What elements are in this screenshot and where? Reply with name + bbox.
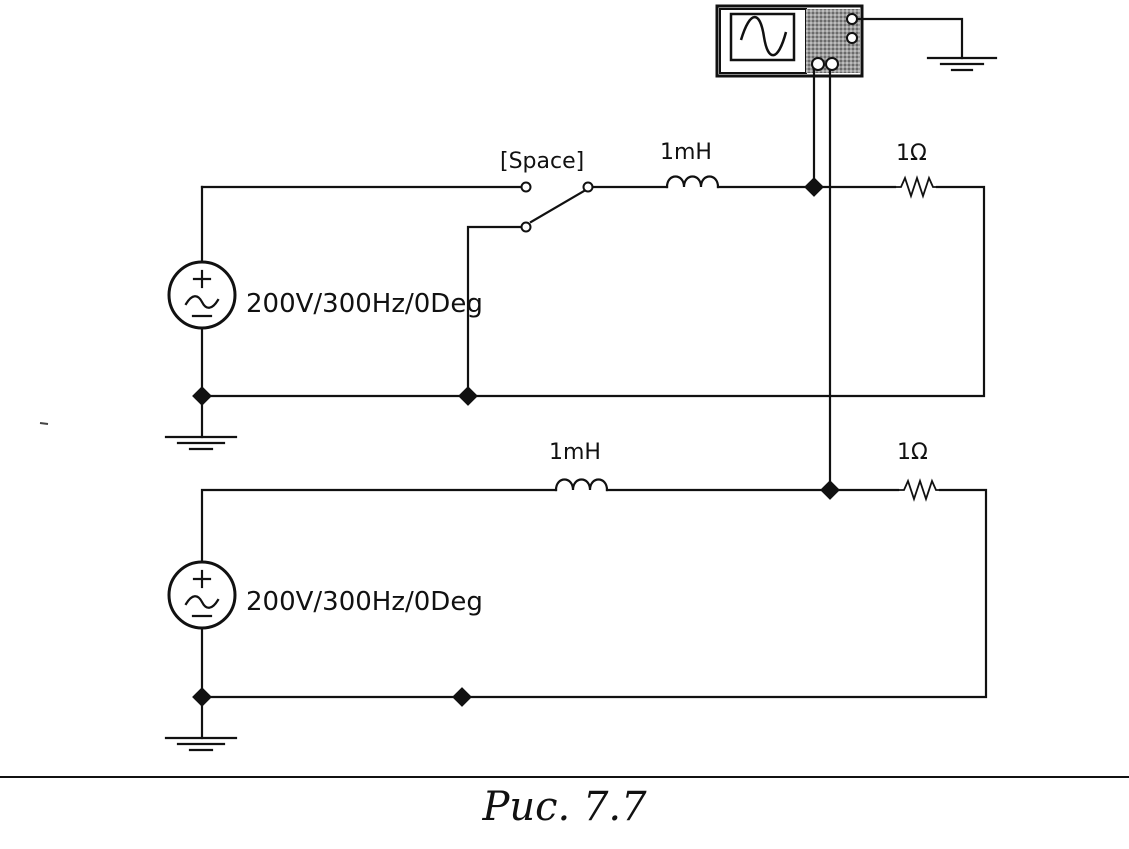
top-resistor xyxy=(895,175,937,199)
bottom-circuit xyxy=(200,488,988,699)
switch-label: [Space] xyxy=(500,149,584,174)
oscilloscope-ground-wire xyxy=(856,17,964,60)
bottom-resistor-label: 1Ω xyxy=(897,440,928,465)
caption-divider xyxy=(0,776,1129,778)
switch-contact-top xyxy=(520,181,532,193)
oscilloscope-terminal-trigger[interactable] xyxy=(846,13,858,25)
bottom-source-label: 200V/300Hz/0Deg xyxy=(246,587,483,617)
sine-wave-icon xyxy=(739,16,788,57)
top-inductor xyxy=(665,175,720,189)
switch-blade xyxy=(529,189,586,224)
top-inductor-label: 1mH xyxy=(660,140,712,165)
oscilloscope-terminal-b[interactable] xyxy=(825,57,839,71)
bottom-resistor xyxy=(898,478,940,502)
ground-icon xyxy=(926,56,998,72)
stray-mark xyxy=(39,422,49,425)
bottom-ac-source-icon xyxy=(167,560,237,630)
oscilloscope[interactable] xyxy=(715,4,864,78)
figure-caption: Рис. 7.7 xyxy=(482,784,647,830)
bottom-inductor xyxy=(554,478,609,492)
bottom-inductor-label: 1mH xyxy=(549,440,601,465)
top-resistor-label: 1Ω xyxy=(896,141,927,166)
oscilloscope-terminal-ground[interactable] xyxy=(846,32,858,44)
top-source-label: 200V/300Hz/0Deg xyxy=(246,289,483,319)
switch-contact-common xyxy=(582,181,594,193)
bottom-ground-icon xyxy=(164,695,238,752)
top-ac-source-icon xyxy=(167,260,237,330)
oscilloscope-terminal-a[interactable] xyxy=(811,57,825,71)
switch-contact-bottom xyxy=(520,221,532,233)
switch[interactable] xyxy=(520,181,594,233)
